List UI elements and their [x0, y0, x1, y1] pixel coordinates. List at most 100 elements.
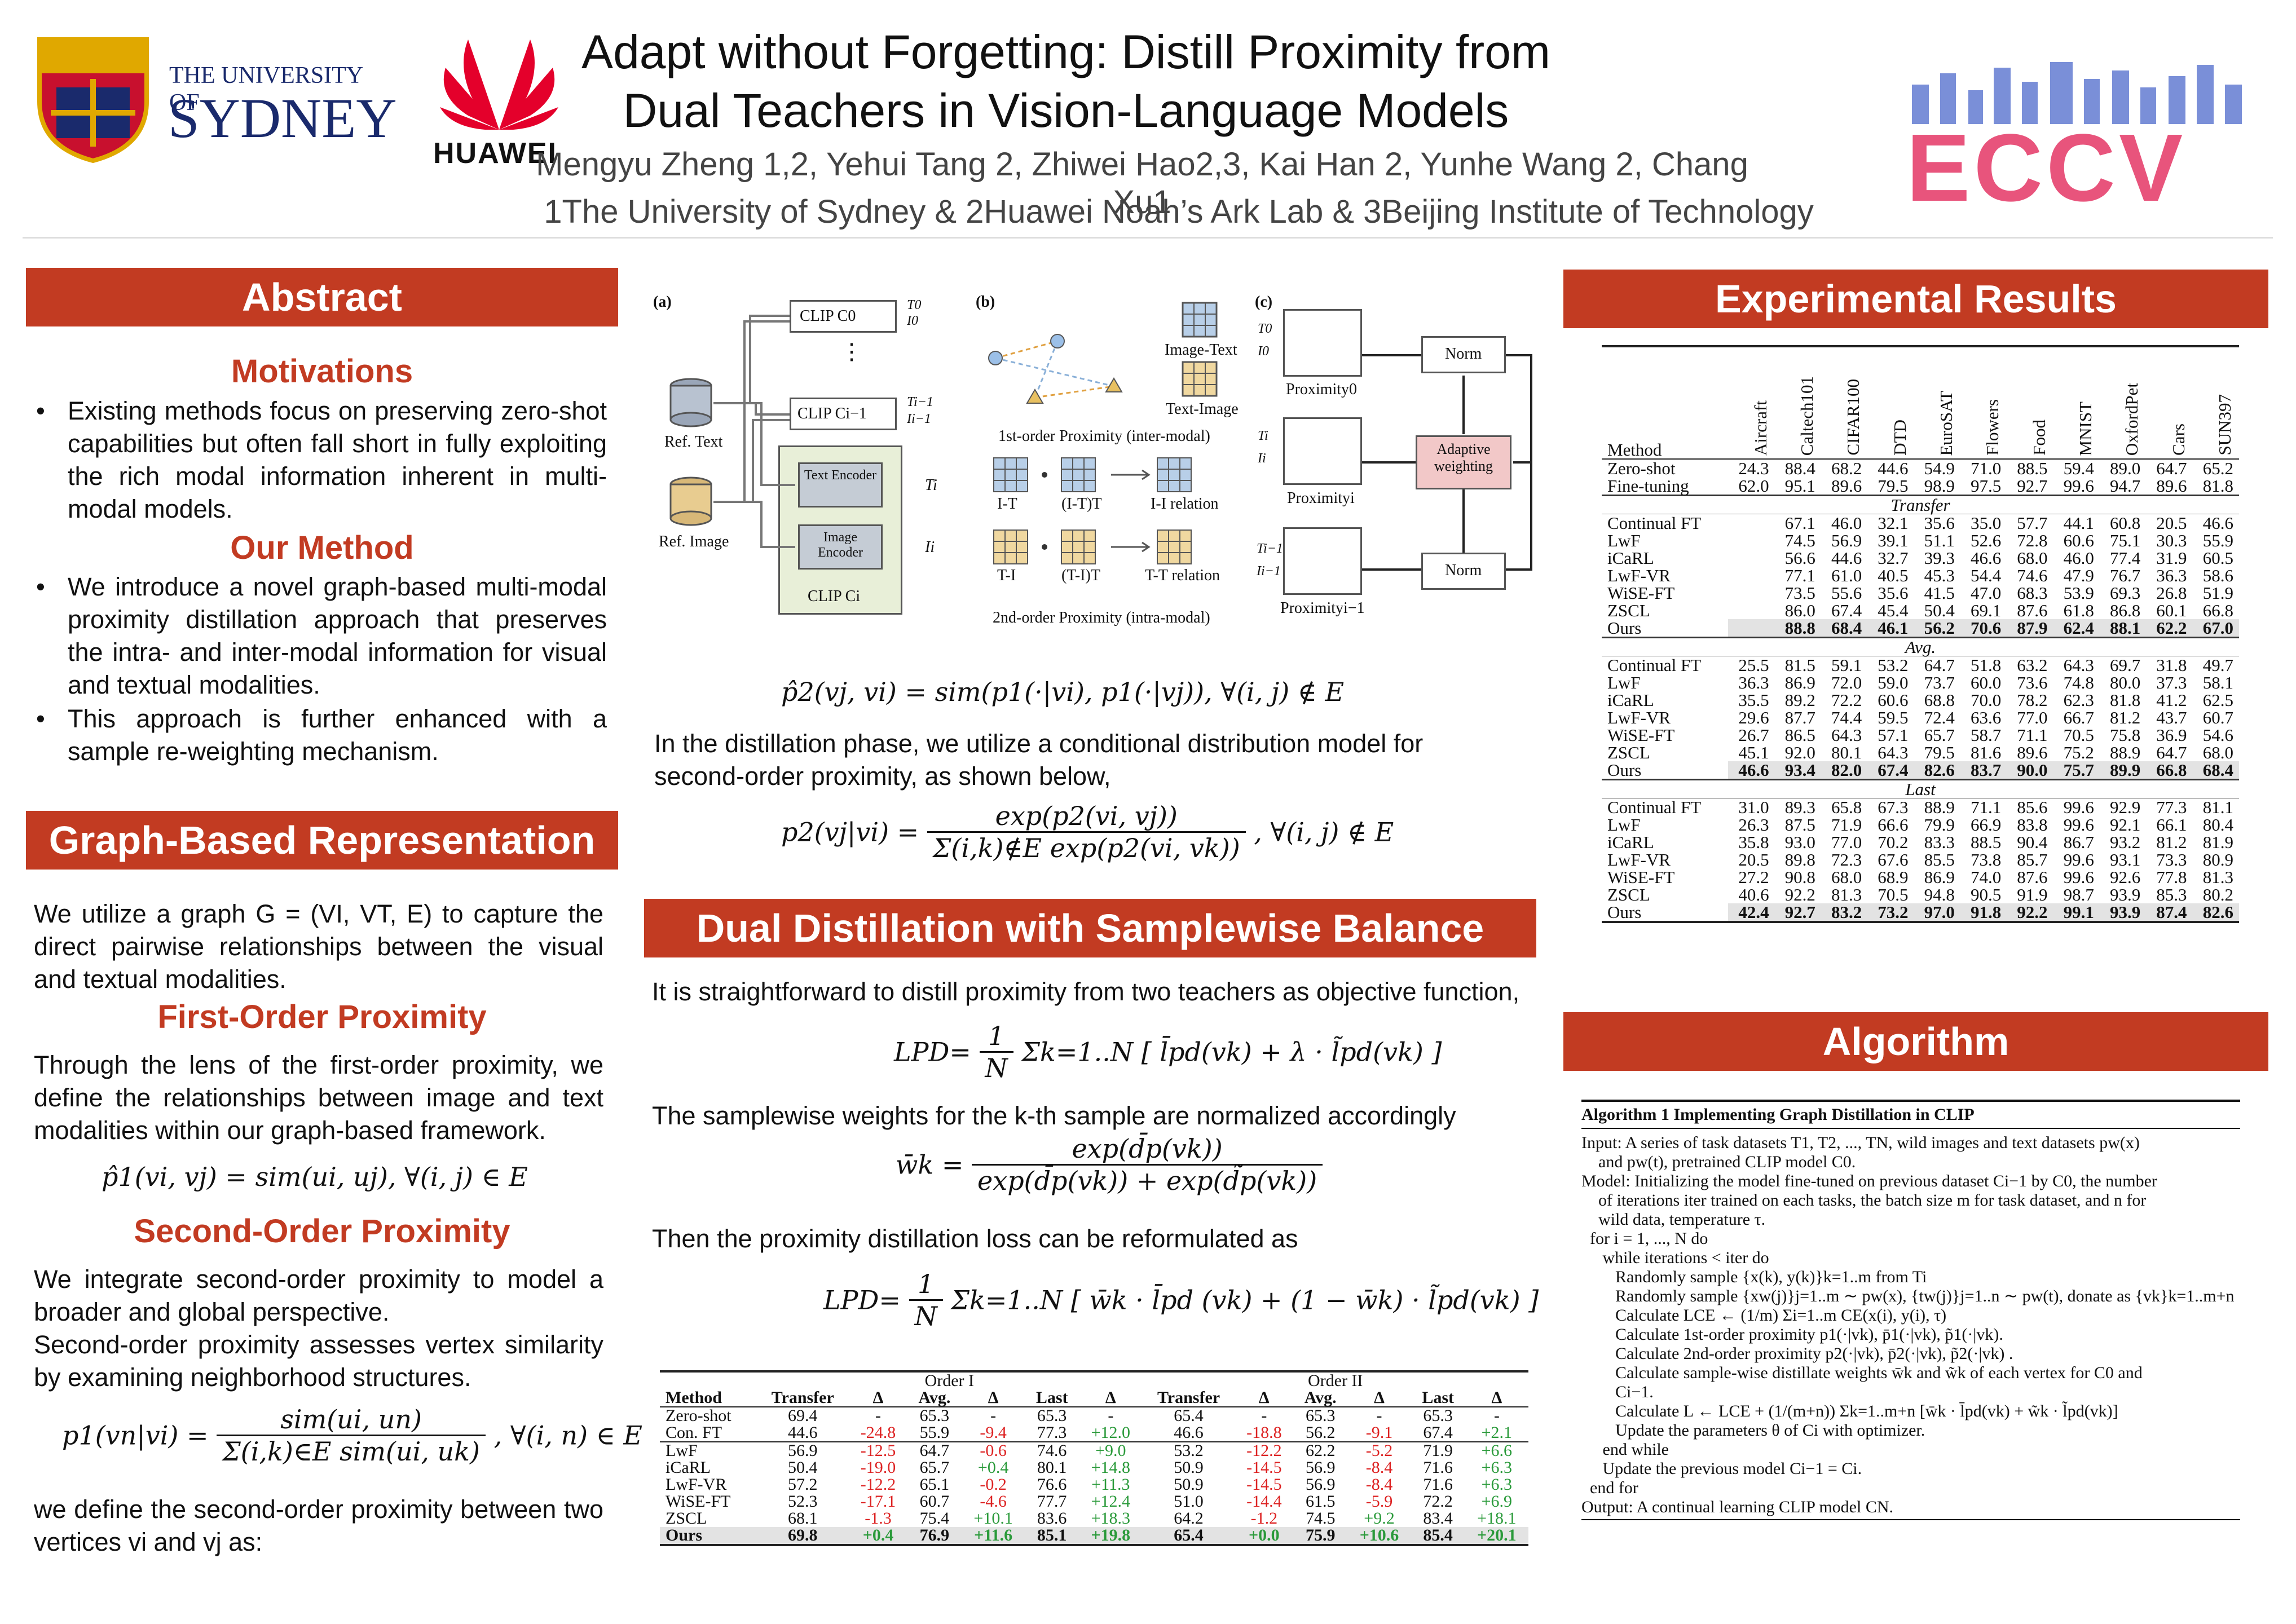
method-figure: (a) CLIP C0 T0 I0 ⋮ CLIP Ci−1 Ti−1 Ii−1 …: [649, 276, 1387, 648]
table-cell: 70.2: [1878, 832, 1909, 852]
eq-numerator: 1: [909, 1269, 943, 1301]
table-cell: 80.4: [2202, 815, 2233, 835]
table-cell: -14.5: [1246, 1458, 1282, 1477]
table-cell: 64.7: [2156, 743, 2187, 762]
motivations-heading: Motivations: [231, 353, 413, 390]
second-order-text-3: we define the second-order proximity bet…: [34, 1495, 603, 1556]
image-text-grid-icon: [1182, 302, 1218, 338]
table-cell: 92.9: [2109, 797, 2141, 817]
table-cell: 59.4: [2063, 458, 2094, 478]
table-cell: 67.1: [1784, 513, 1815, 533]
table-cell: 64.7: [919, 1441, 950, 1460]
table-cell: 35.8: [1738, 832, 1769, 852]
motivation-item: Existing methods focus on preserving zer…: [26, 395, 607, 526]
conditional-distribution-text: In the distillation phase, we utilize a …: [654, 729, 1424, 791]
flow-arrows: [713, 315, 795, 548]
table-cell: 60.6: [2063, 531, 2094, 550]
table-cell: 87.6: [2017, 601, 2048, 620]
table-cell: 68.1: [788, 1509, 818, 1528]
table-cell: 88.5: [1970, 832, 2002, 852]
table-cell: 66.6: [1878, 815, 1909, 835]
column-header: CIFAR100: [1821, 346, 1867, 459]
table-cell: 92.1: [2109, 815, 2141, 835]
table-cell: 31.8: [2156, 655, 2187, 675]
table-cell: +0.4: [849, 1527, 907, 1545]
column-header: Δ: [988, 1388, 999, 1407]
table-cell: 43.7: [2156, 708, 2187, 727]
table-cell: 74.6: [1037, 1441, 1067, 1460]
table-cell: 73.2: [1867, 903, 1914, 922]
table-cell: 83.6: [1037, 1509, 1067, 1528]
table-cell: +14.8: [1091, 1458, 1131, 1477]
table-cell: 68.9: [1878, 867, 1909, 887]
huawei-wordmark: HUAWEI: [433, 137, 557, 170]
table-cell: 80.9: [2202, 850, 2233, 870]
method-item: We introduce a novel graph-based multi-m…: [26, 571, 607, 701]
table-cell: 47.9: [2063, 566, 2094, 585]
table-cell: +11.3: [1091, 1475, 1130, 1494]
table-cell: [660, 1371, 756, 1389]
row-label: LwF: [666, 1441, 698, 1460]
ii-label: Ii: [925, 539, 935, 556]
second-order-grids-icon: [993, 457, 1192, 564]
eq-fraction: exp(d̄p(vk)) exp(d̄p(vk)) + exp(d̃p(vk)): [972, 1133, 1323, 1196]
c-t0-label: T0: [1258, 321, 1272, 336]
ii-relation-label: I-I relation: [1151, 495, 1219, 513]
text-encoder-box: [798, 462, 883, 508]
column-header: Last: [1422, 1388, 1455, 1407]
column-header-label: Method: [1607, 440, 1662, 460]
table-cell: [1728, 584, 1774, 602]
table-cell: 40.6: [1738, 885, 1769, 904]
table-cell: 92.7: [2017, 476, 2048, 496]
table-cell: 92.6: [2109, 867, 2141, 887]
table-cell: 71.1: [1970, 797, 2002, 817]
image-encoder-box: [798, 524, 883, 570]
table-cell: 89.9: [2099, 761, 2147, 780]
table-cell: 69.7: [2109, 655, 2141, 675]
table-cell: 37.3: [2156, 673, 2187, 692]
table-cell: 81.2: [2109, 708, 2141, 727]
table-cell: 75.4: [919, 1509, 950, 1528]
table-cell: 88.9: [2109, 743, 2141, 762]
column-header: OxfordPet: [2100, 346, 2146, 459]
row-label: LwF-VR: [1607, 850, 1671, 870]
column-header: Method: [1602, 346, 1728, 459]
eq-denominator: N: [914, 1301, 937, 1331]
first-order-equation: p̂1(vi, vj) = sim(ui, uj), ∀(i, j) ∈ E: [102, 1162, 528, 1192]
panel-c-arrows: [1362, 354, 1532, 571]
table-cell: 83.8: [2017, 815, 2048, 835]
algorithm-line: and pw(t), pretrained CLIP model C0.: [1581, 1153, 1856, 1171]
algorithm-line: Input: A series of task datasets T1, T2,…: [1581, 1133, 2140, 1152]
table-cell: 50.9: [1174, 1475, 1204, 1494]
table-cell: [1728, 619, 1775, 638]
table-cell: 81.8: [2202, 476, 2233, 496]
row-label: Zero-shot: [666, 1406, 731, 1425]
table-cell: -9.4: [980, 1423, 1007, 1442]
table-cell: 93.9: [2099, 903, 2147, 922]
group-label: Transfer: [1602, 495, 2239, 514]
table-cell: +20.1: [1465, 1527, 1528, 1545]
clip-c0-box: [790, 300, 897, 333]
table-cell: 93.9: [2109, 885, 2141, 904]
table-cell: 46.6: [2202, 513, 2233, 533]
table-cell: +6.6: [1481, 1441, 1513, 1460]
table-cell: 64.2: [1174, 1509, 1204, 1528]
table-cell: 58.7: [1970, 725, 2002, 745]
norm-bottom-block: [1421, 553, 1506, 590]
table-cell: 89.6: [2017, 743, 2048, 762]
table-cell: 85.7: [2017, 850, 2048, 870]
table-cell: -: [1493, 1406, 1500, 1425]
table-cell: 87.9: [2007, 619, 2053, 638]
table-cell: 75.8: [2109, 725, 2141, 745]
table-cell: 76.6: [1037, 1475, 1067, 1494]
